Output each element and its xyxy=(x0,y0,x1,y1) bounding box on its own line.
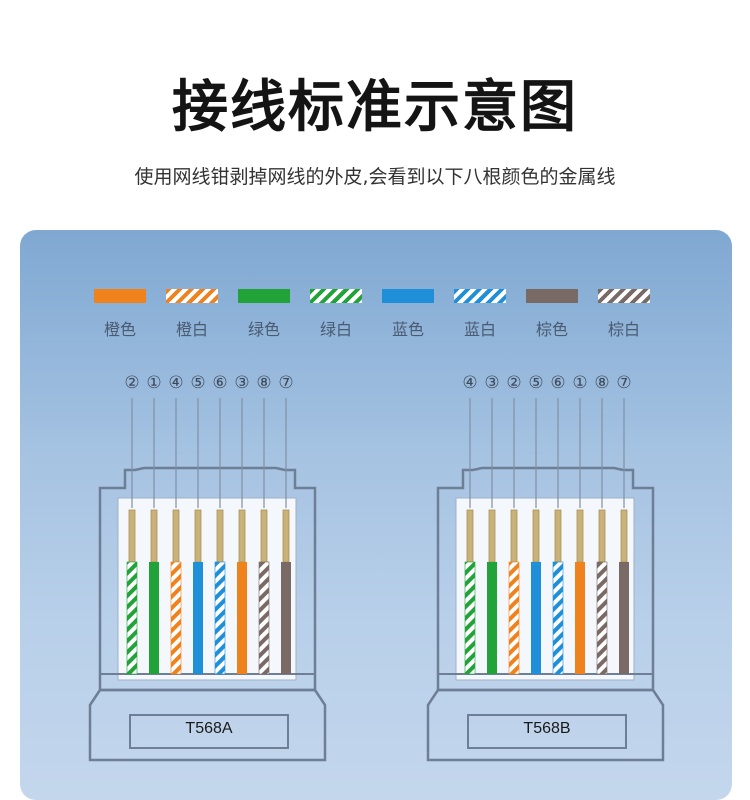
legend-label: 棕色 xyxy=(535,320,568,339)
page-title: 接线标准示意图 xyxy=(172,75,578,140)
pin-contact xyxy=(532,509,540,563)
pin-contact xyxy=(598,509,606,563)
wire-蓝色 xyxy=(193,562,203,674)
connector-latch xyxy=(426,688,665,762)
pin-contact xyxy=(282,509,290,563)
pin-number: ⑧ xyxy=(256,373,271,393)
wire-橙白 xyxy=(508,561,520,675)
pin-contact xyxy=(150,509,158,563)
pin-contact xyxy=(576,509,584,563)
wire-绿白 xyxy=(464,561,476,675)
legend-label: 绿白 xyxy=(319,320,352,339)
page-subtitle: 使用网线钳剥掉网线的外皮,会看到以下八根颜色的金属线 xyxy=(134,166,616,188)
connector-label-frame xyxy=(467,714,627,749)
legend-swatch xyxy=(310,289,362,303)
pin-number: ④ xyxy=(462,373,477,393)
legend-label: 棕白 xyxy=(607,320,640,339)
pin-contact xyxy=(620,509,628,563)
wire-棕白 xyxy=(596,561,608,675)
pin-contact xyxy=(466,509,474,563)
legend-label: 蓝色 xyxy=(391,320,424,339)
legend-swatch xyxy=(94,289,146,303)
wire-棕色 xyxy=(619,562,629,674)
pin-number: ⑦ xyxy=(616,373,631,393)
wire-棕色 xyxy=(281,562,291,674)
pin-number: ⑤ xyxy=(528,373,543,393)
pin-number: ⑥ xyxy=(550,373,565,393)
legend-swatch xyxy=(526,289,578,303)
pin-contact xyxy=(260,509,268,563)
connector-t568b-label: T568B xyxy=(523,720,571,737)
wire-橙白 xyxy=(170,561,182,675)
wire-绿色 xyxy=(487,562,497,674)
legend-label: 橙白 xyxy=(175,320,208,339)
legend-swatch xyxy=(238,289,290,303)
wire-蓝白 xyxy=(552,561,564,675)
legend-swatch xyxy=(166,289,218,303)
connector-label-frame xyxy=(129,714,289,749)
pin-contact xyxy=(510,509,518,563)
wire-绿白 xyxy=(126,561,138,675)
wire-橙色 xyxy=(237,562,247,674)
pin-number: ⑥ xyxy=(212,373,227,393)
legend-label: 蓝白 xyxy=(463,320,496,339)
wire-蓝色 xyxy=(531,562,541,674)
legend-label: 橙色 xyxy=(103,320,136,339)
pin-number: ⑦ xyxy=(278,373,293,393)
pin-number: ⑧ xyxy=(594,373,609,393)
pin-contact xyxy=(238,509,246,563)
wire-绿色 xyxy=(149,562,159,674)
pin-contact xyxy=(172,509,180,563)
pin-contact xyxy=(128,509,136,563)
pin-contact xyxy=(216,509,224,563)
pin-number: ④ xyxy=(168,373,183,393)
legend-label: 绿色 xyxy=(247,320,280,339)
connector-latch xyxy=(88,688,327,762)
wire-蓝白 xyxy=(214,561,226,675)
pin-number: ② xyxy=(506,373,521,393)
wire-棕白 xyxy=(258,561,270,675)
pin-number: ① xyxy=(146,373,161,393)
pin-number: ③ xyxy=(234,373,249,393)
pin-number: ② xyxy=(124,373,139,393)
pin-contact xyxy=(488,509,496,563)
legend-swatch xyxy=(598,289,650,303)
connector-t568a-label: T568A xyxy=(185,720,233,737)
wire-橙色 xyxy=(575,562,585,674)
legend-swatch xyxy=(454,289,506,303)
pin-contact xyxy=(554,509,562,563)
pin-contact xyxy=(194,509,202,563)
pin-number: ③ xyxy=(484,373,499,393)
legend-swatch xyxy=(382,289,434,303)
pin-number: ⑤ xyxy=(190,373,205,393)
pin-number: ① xyxy=(572,373,587,393)
